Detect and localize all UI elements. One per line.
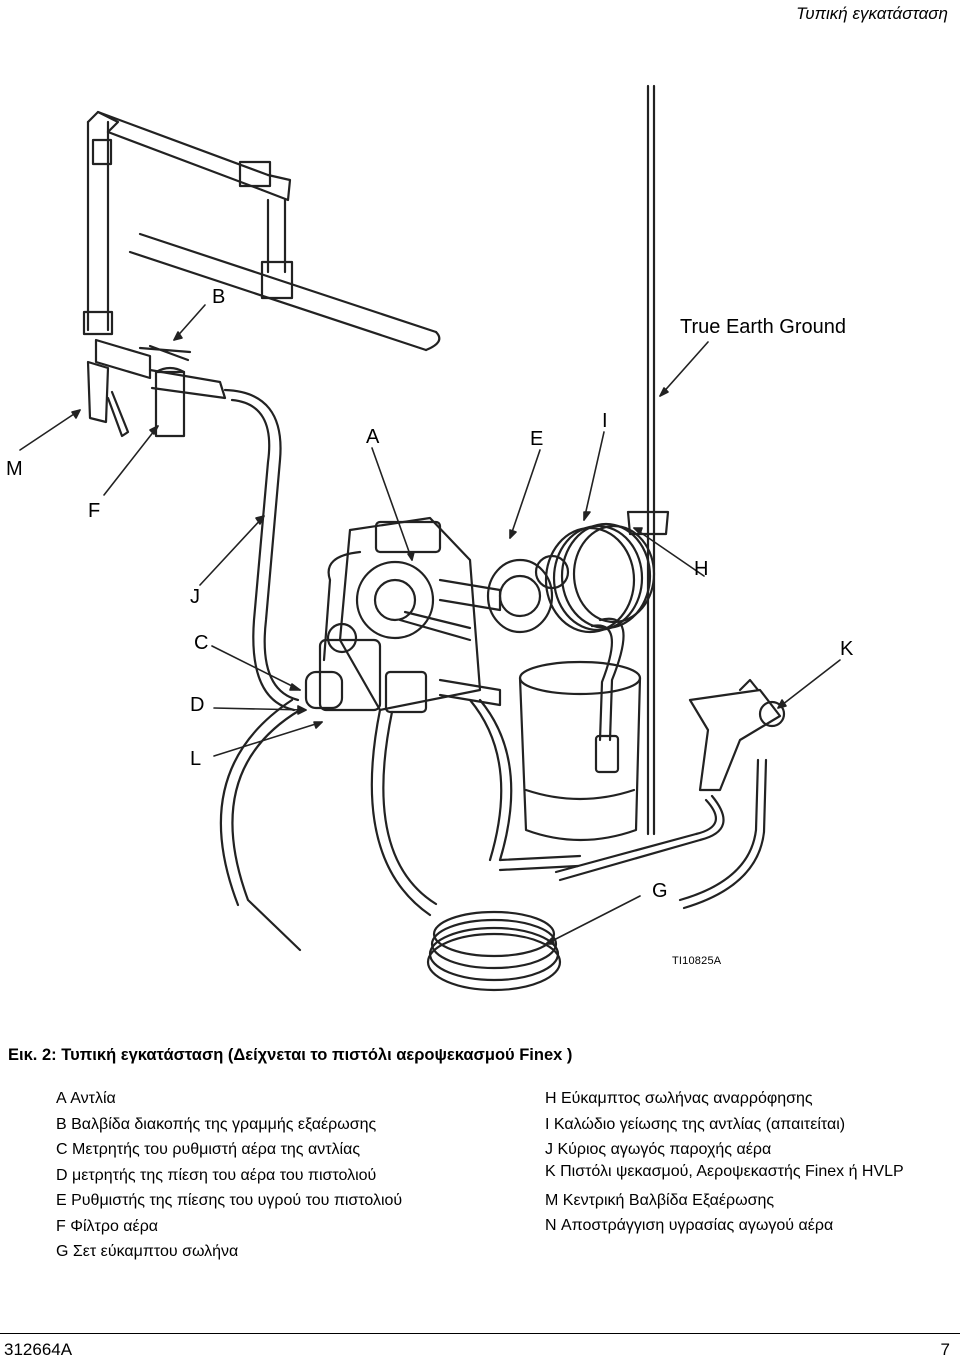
callout-h: H <box>694 558 709 580</box>
footer-divider <box>0 1333 960 1334</box>
legend-item-c: C Μετρητής του ρυθμιστή αέρα της αντλίας <box>56 1141 361 1158</box>
true-earth-ground-label: True Earth Ground <box>680 316 847 338</box>
pump-body <box>304 516 502 714</box>
callout-j: J <box>190 586 200 608</box>
callout-g: G <box>652 880 668 902</box>
legend-right: H Εύκαμπτος σωλήνας αναρρόφησης I Καλώδι… <box>545 1086 945 1239</box>
legend-item-e: E Ρυθμιστής της πίεσης του υγρού του πισ… <box>56 1192 403 1209</box>
ground-clamp <box>626 510 670 536</box>
callout-m: M <box>6 458 23 480</box>
callout-f: F <box>88 500 101 522</box>
legend-left: A Αντλία B Βαλβίδα διακοπής της γραμμής … <box>56 1086 402 1265</box>
callout-b: B <box>212 286 226 308</box>
legend-item-a: A Αντλία <box>56 1090 116 1107</box>
callout-k: K <box>840 638 854 660</box>
legend-item-f: F Φίλτρο αέρα <box>56 1217 159 1235</box>
legend-item-i: I Καλώδιο γείωσης της αντλίας (απαιτείτα… <box>545 1115 846 1133</box>
callout-d: D <box>190 694 205 716</box>
callout-c: C <box>194 632 209 654</box>
legend-item-j: J Κύριος αγωγός παροχής αέρα <box>545 1141 772 1158</box>
callout-e: E <box>530 428 544 450</box>
installation-diagram <box>19 84 841 992</box>
coiled-suction-hose <box>544 522 656 774</box>
legend-item-d: D μετρητής της πίεση του αέρα του πιστολ… <box>56 1166 377 1184</box>
fluid-bucket <box>518 660 642 842</box>
main-air-hose <box>223 388 300 712</box>
figure-caption: Εικ. 2: Τυπική εγκατάσταση (Δείχνεται το… <box>8 1046 573 1064</box>
legend-item-n: N Αποστράγγιση υγρασίας αγωγού αέρα <box>545 1217 834 1234</box>
callout-i: I <box>602 410 608 432</box>
document-number: 312664A <box>4 1340 73 1359</box>
legend-item-g: G Σετ εύκαμπτου σωλήνα <box>56 1243 239 1260</box>
drawing-id: TI10825A <box>672 955 722 967</box>
page-number: 7 <box>940 1340 950 1359</box>
ground-rod <box>646 84 656 836</box>
hoses-and-cart <box>219 698 582 952</box>
callout-l: L <box>190 748 202 770</box>
callout-leaders <box>19 304 841 945</box>
air-piping <box>82 110 441 352</box>
hose-coil <box>426 910 562 992</box>
legend-item-h: H Εύκαμπτος σωλήνας αναρρόφησης <box>545 1090 813 1107</box>
legend-item-b: B Βαλβίδα διακοπής της γραμμής εξαέρωσης <box>56 1115 377 1133</box>
callout-a: A <box>366 426 380 448</box>
legend-item-k: K Πιστόλι ψεκασμού, Αεροψεκαστής Finex ή… <box>545 1162 904 1180</box>
valve-filter-assembly <box>86 338 227 438</box>
section-title: Τυπική εγκατάσταση <box>796 4 948 23</box>
spray-gun <box>554 678 786 910</box>
legend-item-m: M Κεντρική Βαλβίδα Εξαέρωσης <box>545 1191 775 1209</box>
